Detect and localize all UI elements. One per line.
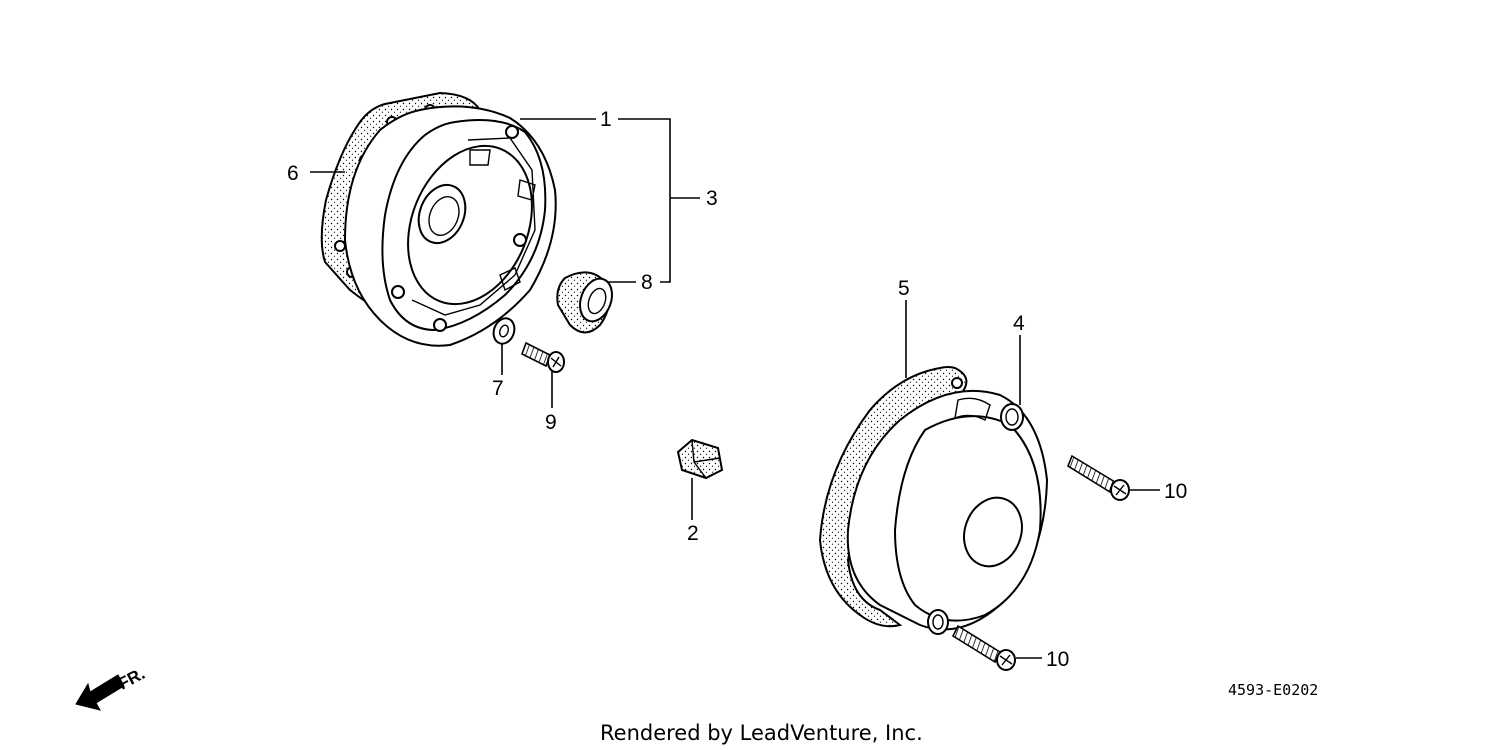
callout-6: 6 — [287, 162, 299, 185]
direction-label: FR. — [115, 664, 148, 694]
callout-3: 3 — [706, 187, 718, 210]
callout-2: 2 — [687, 522, 699, 545]
housing-part-1 — [344, 105, 557, 347]
cover-part-4 — [846, 389, 1048, 635]
clip-part-2 — [676, 438, 724, 480]
callout-5: 5 — [898, 277, 910, 300]
callout-10-lower: 10 — [1046, 648, 1069, 671]
callout-1: 1 — [600, 108, 612, 131]
leader-lines — [310, 118, 1160, 659]
screw-part-10-upper — [1067, 454, 1130, 501]
screw-part-9 — [521, 341, 565, 373]
footer-credit: Rendered by LeadVenture, Inc. — [600, 721, 923, 745]
diagram-part-code: 4593-E0202 — [1228, 681, 1318, 699]
callout-8: 8 — [641, 271, 653, 294]
callout-4: 4 — [1013, 312, 1025, 335]
callout-7: 7 — [492, 377, 504, 400]
callout-10-upper: 10 — [1164, 480, 1187, 503]
screw-part-10-lower — [951, 624, 1016, 671]
bearing-part-8 — [556, 271, 613, 334]
front-direction-arrow-icon — [75, 674, 125, 711]
washer-part-7 — [492, 317, 516, 345]
callout-9: 9 — [545, 411, 557, 434]
